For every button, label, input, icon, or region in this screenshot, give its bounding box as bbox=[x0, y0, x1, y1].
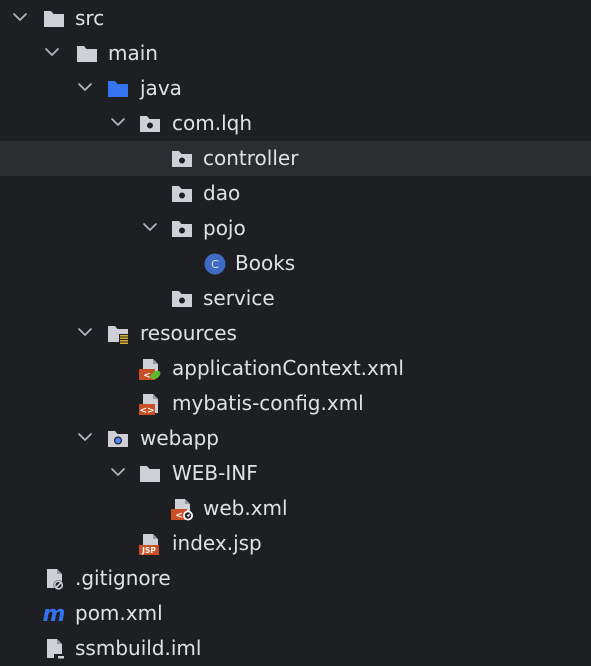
package-icon bbox=[170, 147, 194, 171]
tree-item-com-lqh[interactable]: com.lqh bbox=[0, 106, 591, 141]
tree-item-web-inf[interactable]: WEB-INF bbox=[0, 456, 591, 491]
web-xml-icon: < bbox=[170, 497, 194, 521]
svg-text:<: < bbox=[175, 511, 183, 521]
tree-item-index-jsp[interactable]: JSP index.jsp bbox=[0, 526, 591, 561]
chevron-down-icon[interactable] bbox=[75, 322, 95, 342]
tree-item-pojo[interactable]: pojo bbox=[0, 211, 591, 246]
tree-item-dao[interactable]: dao bbox=[0, 176, 591, 211]
tree-item-mybatis-config-xml[interactable]: <> mybatis-config.xml bbox=[0, 386, 591, 421]
folder-icon bbox=[42, 7, 66, 31]
tree-item-webapp[interactable]: webapp bbox=[0, 421, 591, 456]
tree-item-label: ssmbuild.iml bbox=[75, 636, 202, 660]
tree-item-controller[interactable]: controller bbox=[0, 141, 591, 176]
svg-text:<>: <> bbox=[139, 406, 154, 416]
xml-file-icon: <> bbox=[138, 392, 162, 416]
tree-item-label: java bbox=[140, 76, 182, 100]
tree-item-label: dao bbox=[203, 181, 241, 205]
tree-item-label: index.jsp bbox=[172, 531, 262, 555]
class-icon: C bbox=[203, 252, 227, 276]
package-icon bbox=[138, 112, 162, 136]
package-icon bbox=[170, 182, 194, 206]
tree-item-web-xml[interactable]: < web.xml bbox=[0, 491, 591, 526]
source-folder-icon bbox=[106, 77, 130, 101]
package-icon bbox=[170, 217, 194, 241]
tree-item-label: service bbox=[203, 286, 275, 310]
tree-item-label: pojo bbox=[203, 216, 246, 240]
chevron-down-icon[interactable] bbox=[108, 462, 128, 482]
tree-item-label: main bbox=[108, 41, 158, 65]
chevron-down-icon[interactable] bbox=[108, 112, 128, 132]
tree-item-label: WEB-INF bbox=[172, 461, 258, 485]
tree-item-label: Books bbox=[235, 251, 296, 275]
tree-item-label: resources bbox=[140, 321, 237, 345]
spring-xml-icon: < bbox=[138, 357, 162, 381]
tree-item-label: applicationContext.xml bbox=[172, 356, 404, 380]
tree-item-label: controller bbox=[203, 146, 299, 170]
tree-item-label: src bbox=[75, 6, 105, 30]
tree-item-gitignore[interactable]: .gitignore bbox=[0, 561, 591, 596]
tree-item-label: com.lqh bbox=[172, 111, 252, 135]
chevron-down-icon[interactable] bbox=[140, 217, 160, 237]
svg-text:C: C bbox=[211, 258, 219, 271]
folder-icon bbox=[75, 42, 99, 66]
tree-item-books[interactable]: C Books bbox=[0, 246, 591, 281]
tree-item-pom-xml[interactable]: m pom.xml bbox=[0, 596, 591, 631]
chevron-down-icon[interactable] bbox=[42, 42, 62, 62]
tree-item-label: web.xml bbox=[203, 496, 288, 520]
chevron-down-icon[interactable] bbox=[75, 77, 95, 97]
maven-icon: m bbox=[42, 602, 66, 627]
tree-item-label: .gitignore bbox=[75, 566, 171, 590]
chevron-down-icon[interactable] bbox=[75, 427, 95, 447]
resources-folder-icon bbox=[106, 322, 130, 346]
iml-file-icon bbox=[42, 637, 66, 661]
package-icon bbox=[170, 287, 194, 311]
svg-text:m: m bbox=[43, 602, 66, 626]
tree-item-label: mybatis-config.xml bbox=[172, 391, 364, 415]
tree-item-service[interactable]: service bbox=[0, 281, 591, 316]
svg-text:<: < bbox=[143, 371, 151, 381]
chevron-down-icon[interactable] bbox=[10, 7, 30, 27]
tree-item-ssmbuild-iml[interactable]: ssmbuild.iml bbox=[0, 631, 591, 666]
tree-item-label: pom.xml bbox=[75, 601, 163, 625]
tree-item-main[interactable]: main bbox=[0, 36, 591, 71]
folder-icon bbox=[138, 462, 162, 486]
tree-item-label: webapp bbox=[140, 426, 220, 450]
svg-text:JSP: JSP bbox=[141, 546, 156, 555]
gitignore-file-icon bbox=[42, 567, 66, 591]
tree-item-resources[interactable]: resources bbox=[0, 316, 591, 351]
tree-item-java[interactable]: java bbox=[0, 71, 591, 106]
jsp-file-icon: JSP bbox=[138, 532, 162, 556]
tree-item-src[interactable]: src bbox=[0, 1, 591, 36]
tree-item-applicationcontext-xml[interactable]: < applicationContext.xml bbox=[0, 351, 591, 386]
web-folder-icon bbox=[106, 427, 130, 451]
